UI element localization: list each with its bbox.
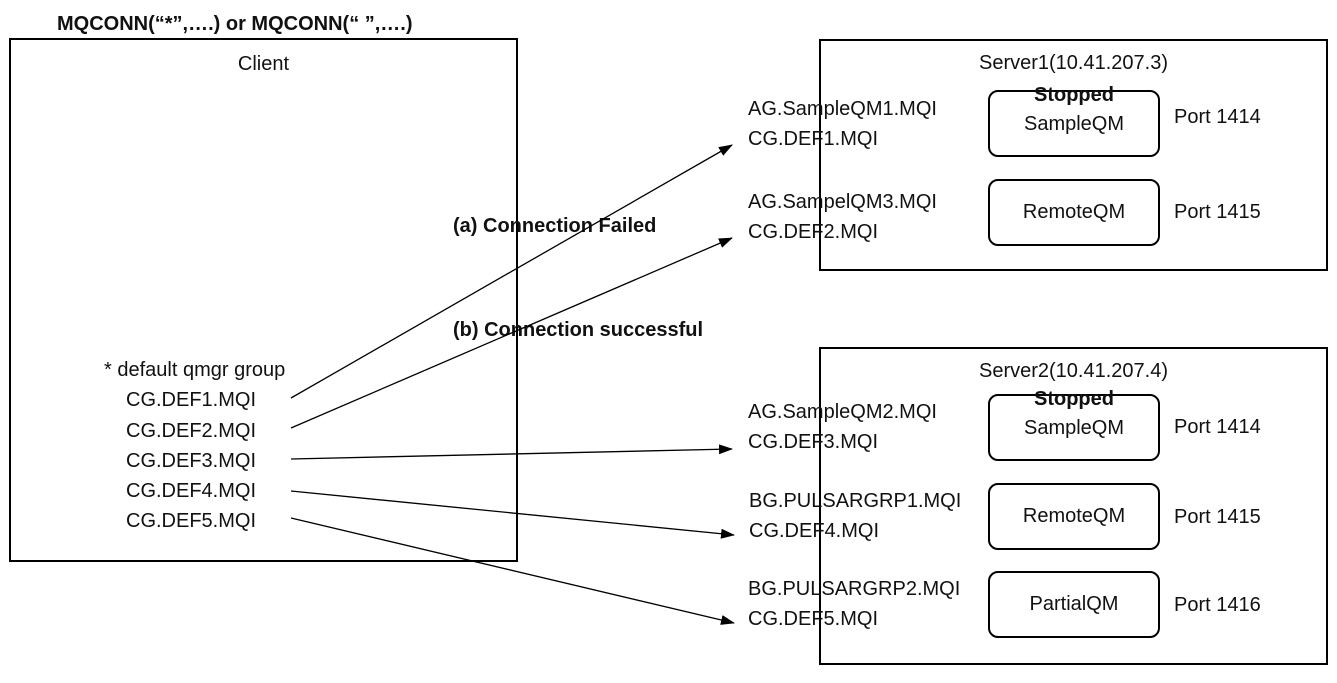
server1-title: Server1(10.41.207.3) bbox=[978, 52, 1168, 74]
connection-arrow bbox=[290, 444, 733, 460]
connection-arrow bbox=[290, 237, 733, 429]
qmgr-name: SampleQM bbox=[1023, 416, 1125, 439]
client-title: Client bbox=[237, 53, 290, 75]
default-qmgr-group-label: * default qmgr group bbox=[104, 359, 286, 381]
qmgr-status-stopped: Stopped bbox=[1034, 84, 1114, 106]
qmgr-name: PartialQM bbox=[1029, 593, 1119, 615]
qmgr-status-stopped: Stopped bbox=[1034, 388, 1114, 410]
ccdt-entry: CG.DEF3.MQI bbox=[126, 450, 257, 472]
mqconn-call-label: MQCONN(“*”,….) or MQCONN(“ ”,….) bbox=[57, 13, 413, 35]
queue-manager-box: Stopped SampleQM bbox=[988, 84, 1160, 157]
port-label: Port 1415 bbox=[1174, 506, 1261, 528]
connection-failed-label: (a) Connection Failed bbox=[453, 215, 657, 237]
ccdt-entry: CG.DEF2.MQI bbox=[126, 420, 257, 442]
queue-manager-box: RemoteQM bbox=[988, 483, 1160, 550]
server2-box: Server2(10.41.207.4) bbox=[819, 347, 1328, 665]
ccdt-entry: CG.DEF5.MQI bbox=[126, 510, 257, 532]
client-box: Client * default qmgr group CG.DEF1.MQI … bbox=[9, 38, 518, 562]
qmgr-name: SampleQM bbox=[1023, 112, 1125, 135]
channel-label: CG.DEF4.MQI bbox=[749, 520, 880, 542]
port-label: Port 1416 bbox=[1174, 594, 1261, 616]
queue-manager-box: RemoteQM bbox=[988, 179, 1160, 246]
connection-arrow bbox=[290, 517, 735, 625]
channel-label: CG.DEF5.MQI bbox=[748, 608, 879, 630]
queue-manager-box: PartialQM bbox=[988, 571, 1160, 638]
port-label: Port 1414 bbox=[1174, 416, 1261, 438]
channel-label: BG.PULSARGRP1.MQI bbox=[749, 490, 962, 512]
server2-title: Server2(10.41.207.4) bbox=[978, 360, 1168, 382]
channel-label: AG.SampleQM2.MQI bbox=[748, 401, 937, 423]
connection-successful-label: (b) Connection successful bbox=[453, 319, 704, 341]
port-label: Port 1415 bbox=[1174, 201, 1261, 223]
qmgr-name: RemoteQM bbox=[1022, 201, 1126, 223]
channel-label: AG.SampelQM3.MQI bbox=[748, 191, 937, 213]
ccdt-entry: CG.DEF4.MQI bbox=[126, 480, 257, 502]
server1-box: Server1(10.41.207.3) bbox=[819, 39, 1328, 271]
channel-label: BG.PULSARGRP2.MQI bbox=[748, 578, 961, 600]
channel-label: CG.DEF2.MQI bbox=[748, 221, 879, 243]
qmgr-name: RemoteQM bbox=[1022, 505, 1126, 527]
channel-label: CG.DEF1.MQI bbox=[748, 128, 879, 150]
connection-arrow bbox=[290, 490, 735, 539]
port-label: Port 1414 bbox=[1174, 106, 1261, 128]
queue-manager-box: Stopped SampleQM bbox=[988, 388, 1160, 461]
channel-label: CG.DEF3.MQI bbox=[748, 431, 879, 453]
channel-label: AG.SampleQM1.MQI bbox=[748, 98, 937, 120]
ccdt-entry: CG.DEF1.MQI bbox=[126, 389, 257, 411]
connection-arrow bbox=[290, 144, 733, 399]
